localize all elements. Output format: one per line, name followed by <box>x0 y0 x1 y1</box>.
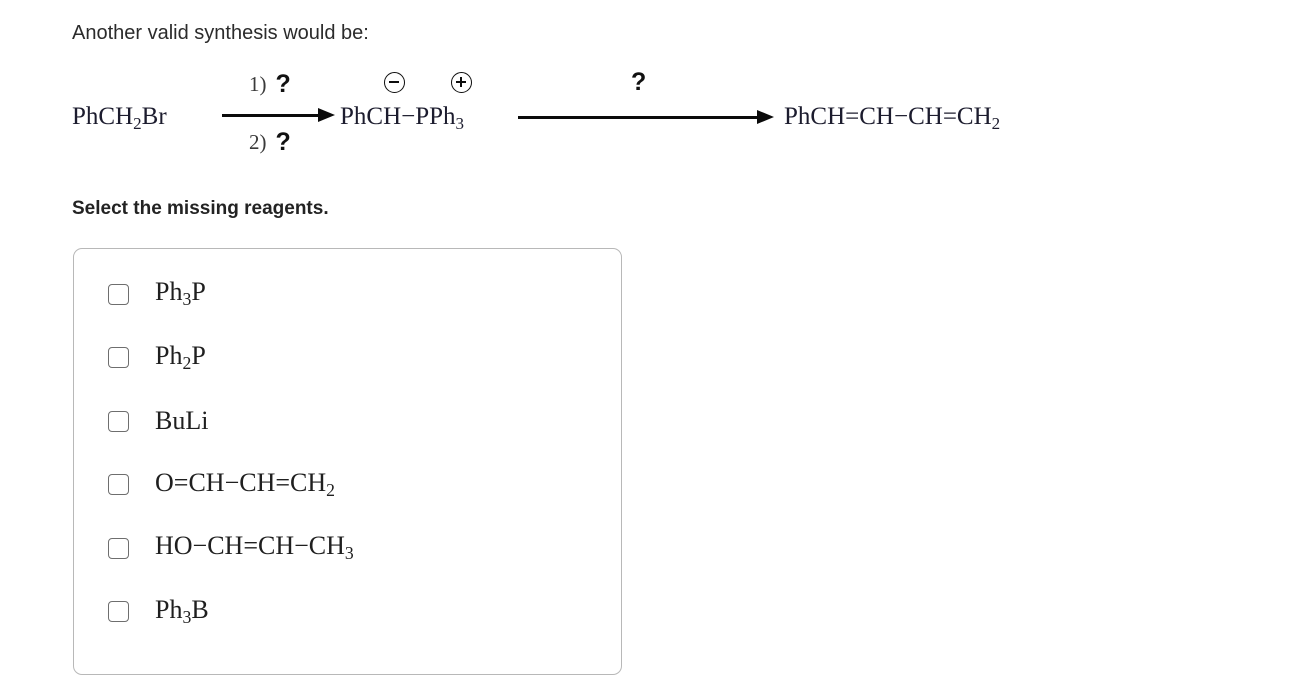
answer-option-label-5: HO−CH=CH−CH3 <box>155 531 354 564</box>
checkbox-option-4[interactable] <box>108 474 129 495</box>
answer-option-1[interactable]: Ph3P <box>108 279 206 309</box>
checkbox-option-1[interactable] <box>108 283 129 305</box>
arrow1-condition-1: 1)? <box>249 70 291 99</box>
positive-charge-icon <box>451 72 472 93</box>
reaction-arrow-1 <box>222 108 335 122</box>
intermediate-formula: PhCH−PPh3 <box>340 103 465 133</box>
arrow1-condition-2-number: 2) <box>249 130 267 154</box>
negative-charge-icon <box>384 72 405 93</box>
reaction-scheme: PhCH2Br 1)? 2)? PhCH−PPh3 ? PhCH= <box>72 62 1202 172</box>
answer-option-3[interactable]: BuLi <box>108 406 208 436</box>
answer-option-2[interactable]: Ph2P <box>108 340 206 373</box>
product-formula: PhCH=CH−CH=CH2 <box>784 103 1001 133</box>
intermediate-group: PhCH−PPh3 <box>340 62 520 162</box>
answer-option-label-6: Ph3B <box>155 594 209 627</box>
arrow1-condition-2-reagent: ? <box>275 128 291 156</box>
reaction-arrow-block-1: 1)? 2)? <box>217 62 407 162</box>
arrow1-condition-2: 2)? <box>249 128 291 157</box>
starting-material-formula: PhCH2Br <box>72 103 167 133</box>
answer-option-label-1: Ph3P <box>155 277 206 310</box>
checkbox-option-3[interactable] <box>108 410 129 432</box>
reaction-arrow-2 <box>518 110 774 124</box>
arrow-shaft <box>518 116 760 119</box>
answer-option-label-4: O=CH−CH=CH2 <box>155 467 335 500</box>
arrow-head <box>757 110 774 124</box>
answer-option-4[interactable]: O=CH−CH=CH2 <box>108 467 335 500</box>
intro-text: Another valid synthesis would be: <box>72 22 369 44</box>
checkbox-option-5[interactable] <box>108 537 129 559</box>
checkbox-option-6[interactable] <box>108 601 129 622</box>
answer-option-label-3: BuLi <box>155 406 209 435</box>
arrow1-condition-1-reagent: ? <box>275 70 291 98</box>
answer-option-label-2: Ph2P <box>155 340 206 373</box>
arrow1-condition-1-number: 1) <box>249 72 267 96</box>
answer-option-6[interactable]: Ph3B <box>108 594 209 627</box>
checkbox-option-2[interactable] <box>108 347 129 368</box>
instruction-text: Select the missing reagents. <box>72 198 329 219</box>
arrow-head <box>318 108 335 122</box>
arrow-shaft <box>222 114 321 117</box>
answer-option-5[interactable]: HO−CH=CH−CH3 <box>108 533 354 563</box>
arrow2-condition: ? <box>631 68 647 96</box>
reaction-arrow-block-2: ? <box>518 62 780 162</box>
